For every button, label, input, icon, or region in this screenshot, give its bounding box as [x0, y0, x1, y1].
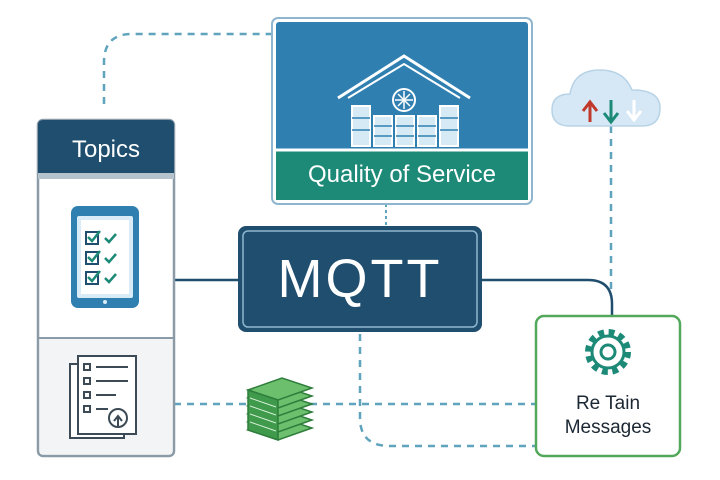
- document-checklist-icon: [69, 355, 137, 439]
- mqtt-broker-box[interactable]: [238, 226, 482, 332]
- topics-title: Topics: [71, 136, 141, 163]
- retain-card[interactable]: [534, 314, 682, 458]
- tablet-checklist-icon: [71, 206, 139, 308]
- connector-topics-to-qos: [102, 32, 272, 104]
- cloud-sync-icon: [551, 69, 661, 127]
- mqtt-title: MQTT: [277, 249, 443, 309]
- retain-title: Re Tain Messages: [564, 393, 652, 438]
- gear-icon: [585, 329, 631, 375]
- solid-connectors: [174, 278, 614, 316]
- stacked-money-icon: [245, 377, 315, 442]
- dashed-connectors: [102, 32, 613, 448]
- qos-title: Quality of Service: [307, 161, 497, 188]
- connector-broker-to-retain-solid: [482, 278, 614, 316]
- warehouse-icon: [337, 54, 471, 147]
- connector-broker-to-retain: [358, 334, 536, 448]
